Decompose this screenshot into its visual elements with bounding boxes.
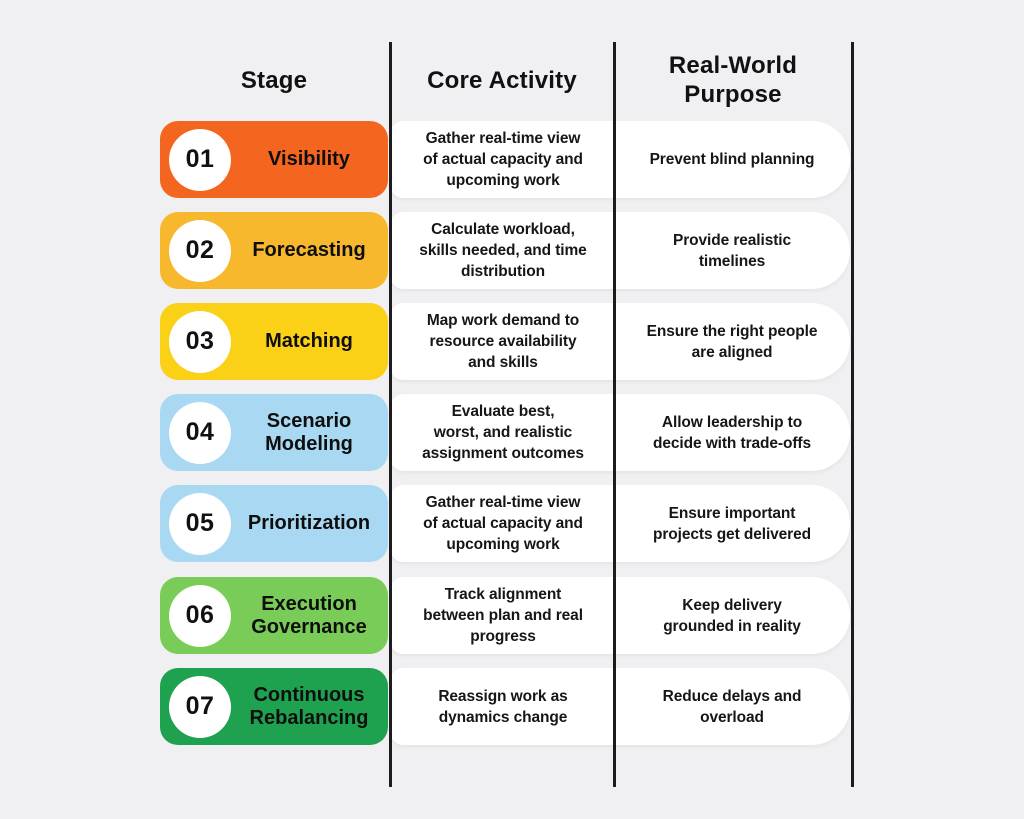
purpose-text: Keep delivery grounded in reality (663, 596, 801, 635)
row-card: Gather real-time view of actual capacity… (390, 121, 850, 198)
purpose-text: Ensure important projects get delivered (652, 504, 812, 543)
core-activity-text: Gather real-time view of actual capacity… (423, 130, 583, 189)
stage-label: Execution Governance (251, 592, 367, 638)
stage-number: 01 (185, 145, 215, 173)
column-header-core-activity: Core Activity (427, 66, 577, 94)
stage-badge: 05 Prioritization (160, 485, 388, 562)
stage-label: Visibility (268, 148, 350, 170)
core-activity-text: Gather real-time view of actual capacity… (423, 494, 583, 553)
stage-label: Matching (265, 330, 353, 352)
core-activity-text: Evaluate best, worst, and realistic assi… (422, 403, 584, 462)
stage-number-circle: 03 (169, 310, 231, 373)
core-activity-text: Reassign work as dynamics change (438, 687, 568, 726)
column-header-stage: Stage (240, 66, 308, 94)
stage-label: Prioritization (247, 512, 371, 534)
purpose-text: Ensure the right people are aligned (646, 322, 818, 361)
column-separator-3 (851, 42, 854, 787)
stage-badge: 01 Visibility (160, 121, 388, 198)
stage-number: 02 (185, 236, 215, 264)
stage-number-circle: 04 (169, 401, 231, 464)
purpose-text: Reduce delays and overload (662, 687, 802, 726)
purpose-text: Prevent blind planning (649, 151, 815, 168)
stage-number-circle: 07 (169, 675, 231, 738)
table-row: Gather real-time view of actual capacity… (0, 121, 1024, 198)
row-card: Calculate workload, skills needed, and t… (390, 212, 850, 289)
stage-number-circle: 05 (169, 492, 231, 555)
stage-badge: 07 Continuous Rebalancing (160, 668, 388, 745)
stage-badge: 06 Execution Governance (160, 577, 388, 654)
stage-number: 04 (185, 418, 215, 446)
stage-label: Forecasting (252, 239, 366, 261)
column-separator-2 (613, 42, 616, 787)
table-row: Track alignment between plan and real pr… (0, 577, 1024, 654)
table-row: Reassign work as dynamics change Reduce … (0, 668, 1024, 745)
stage-label: Continuous Rebalancing (249, 683, 369, 729)
row-card: Gather real-time view of actual capacity… (390, 485, 850, 562)
stage-number-circle: 02 (169, 219, 231, 282)
stage-number-circle: 01 (169, 128, 231, 191)
row-card: Reassign work as dynamics change Reduce … (390, 668, 850, 745)
row-card: Map work demand to resource availability… (390, 303, 850, 380)
stage-number: 03 (185, 327, 215, 355)
core-activity-text: Calculate workload, skills needed, and t… (419, 221, 587, 280)
stage-number-circle: 06 (169, 584, 231, 647)
table-row: Gather real-time view of actual capacity… (0, 485, 1024, 562)
column-separator-1 (389, 42, 392, 787)
table-row: Evaluate best, worst, and realistic assi… (0, 394, 1024, 471)
stage-label: Scenario Modeling (265, 409, 353, 455)
row-card: Evaluate best, worst, and realistic assi… (390, 394, 850, 471)
row-card: Track alignment between plan and real pr… (390, 577, 850, 654)
stage-number: 05 (185, 509, 215, 537)
core-activity-text: Map work demand to resource availability… (426, 312, 580, 371)
purpose-text: Allow leadership to decide with trade-of… (653, 413, 811, 452)
stage-number: 06 (185, 601, 215, 629)
core-activity-text: Track alignment between plan and real pr… (423, 586, 583, 645)
purpose-text: Provide realistic timelines (672, 231, 792, 270)
column-header-real-world-purpose: Real-World Purpose (668, 52, 798, 108)
stage-badge: 04 Scenario Modeling (160, 394, 388, 471)
stage-badge: 03 Matching (160, 303, 388, 380)
table-row: Calculate workload, skills needed, and t… (0, 212, 1024, 289)
stage-badge: 02 Forecasting (160, 212, 388, 289)
table-row: Map work demand to resource availability… (0, 303, 1024, 380)
stage-number: 07 (185, 692, 215, 720)
